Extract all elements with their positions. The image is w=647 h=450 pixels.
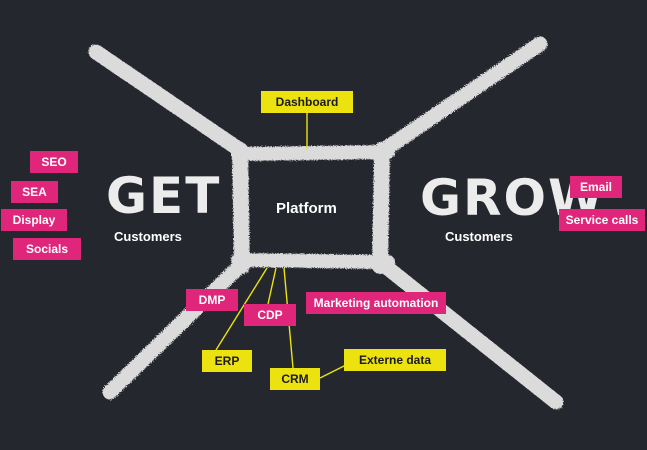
channel-service-calls-tag: Service calls <box>559 209 645 231</box>
platform-label: Platform <box>276 200 337 217</box>
marketing-automation-tag: Marketing automation <box>306 292 446 314</box>
dashboard-tag: Dashboard <box>261 91 353 113</box>
crm-tag: CRM <box>270 368 320 390</box>
channel-seo-tag: SEO <box>30 151 78 173</box>
chalk-box-left <box>232 142 250 274</box>
connector-dmp <box>215 267 268 351</box>
channel-sea-tag: SEA <box>11 181 58 203</box>
chalk-box-bottom <box>231 253 395 269</box>
chalk-stroke-bottom-right <box>372 254 564 410</box>
grow-subline: Customers <box>445 229 513 244</box>
channel-display-tag: Display <box>1 209 67 231</box>
erp-tag: ERP <box>202 350 252 372</box>
chalk-box-top <box>231 145 395 161</box>
chalk-stroke-top-left <box>88 44 248 158</box>
chalk-stroke-top-right <box>376 36 548 158</box>
chalk-stroke-bottom-left <box>102 254 252 400</box>
channel-email-tag: Email <box>570 176 622 198</box>
chalk-box-right <box>372 142 390 274</box>
cdp-tag: CDP <box>244 304 296 326</box>
externe-data-tag: Externe data <box>344 349 446 371</box>
get-headline: GET <box>106 167 222 225</box>
connector-cdp <box>267 267 277 305</box>
dmp-tag: DMP <box>186 289 238 311</box>
get-subline: Customers <box>114 229 182 244</box>
channel-socials-tag: Socials <box>13 238 81 260</box>
